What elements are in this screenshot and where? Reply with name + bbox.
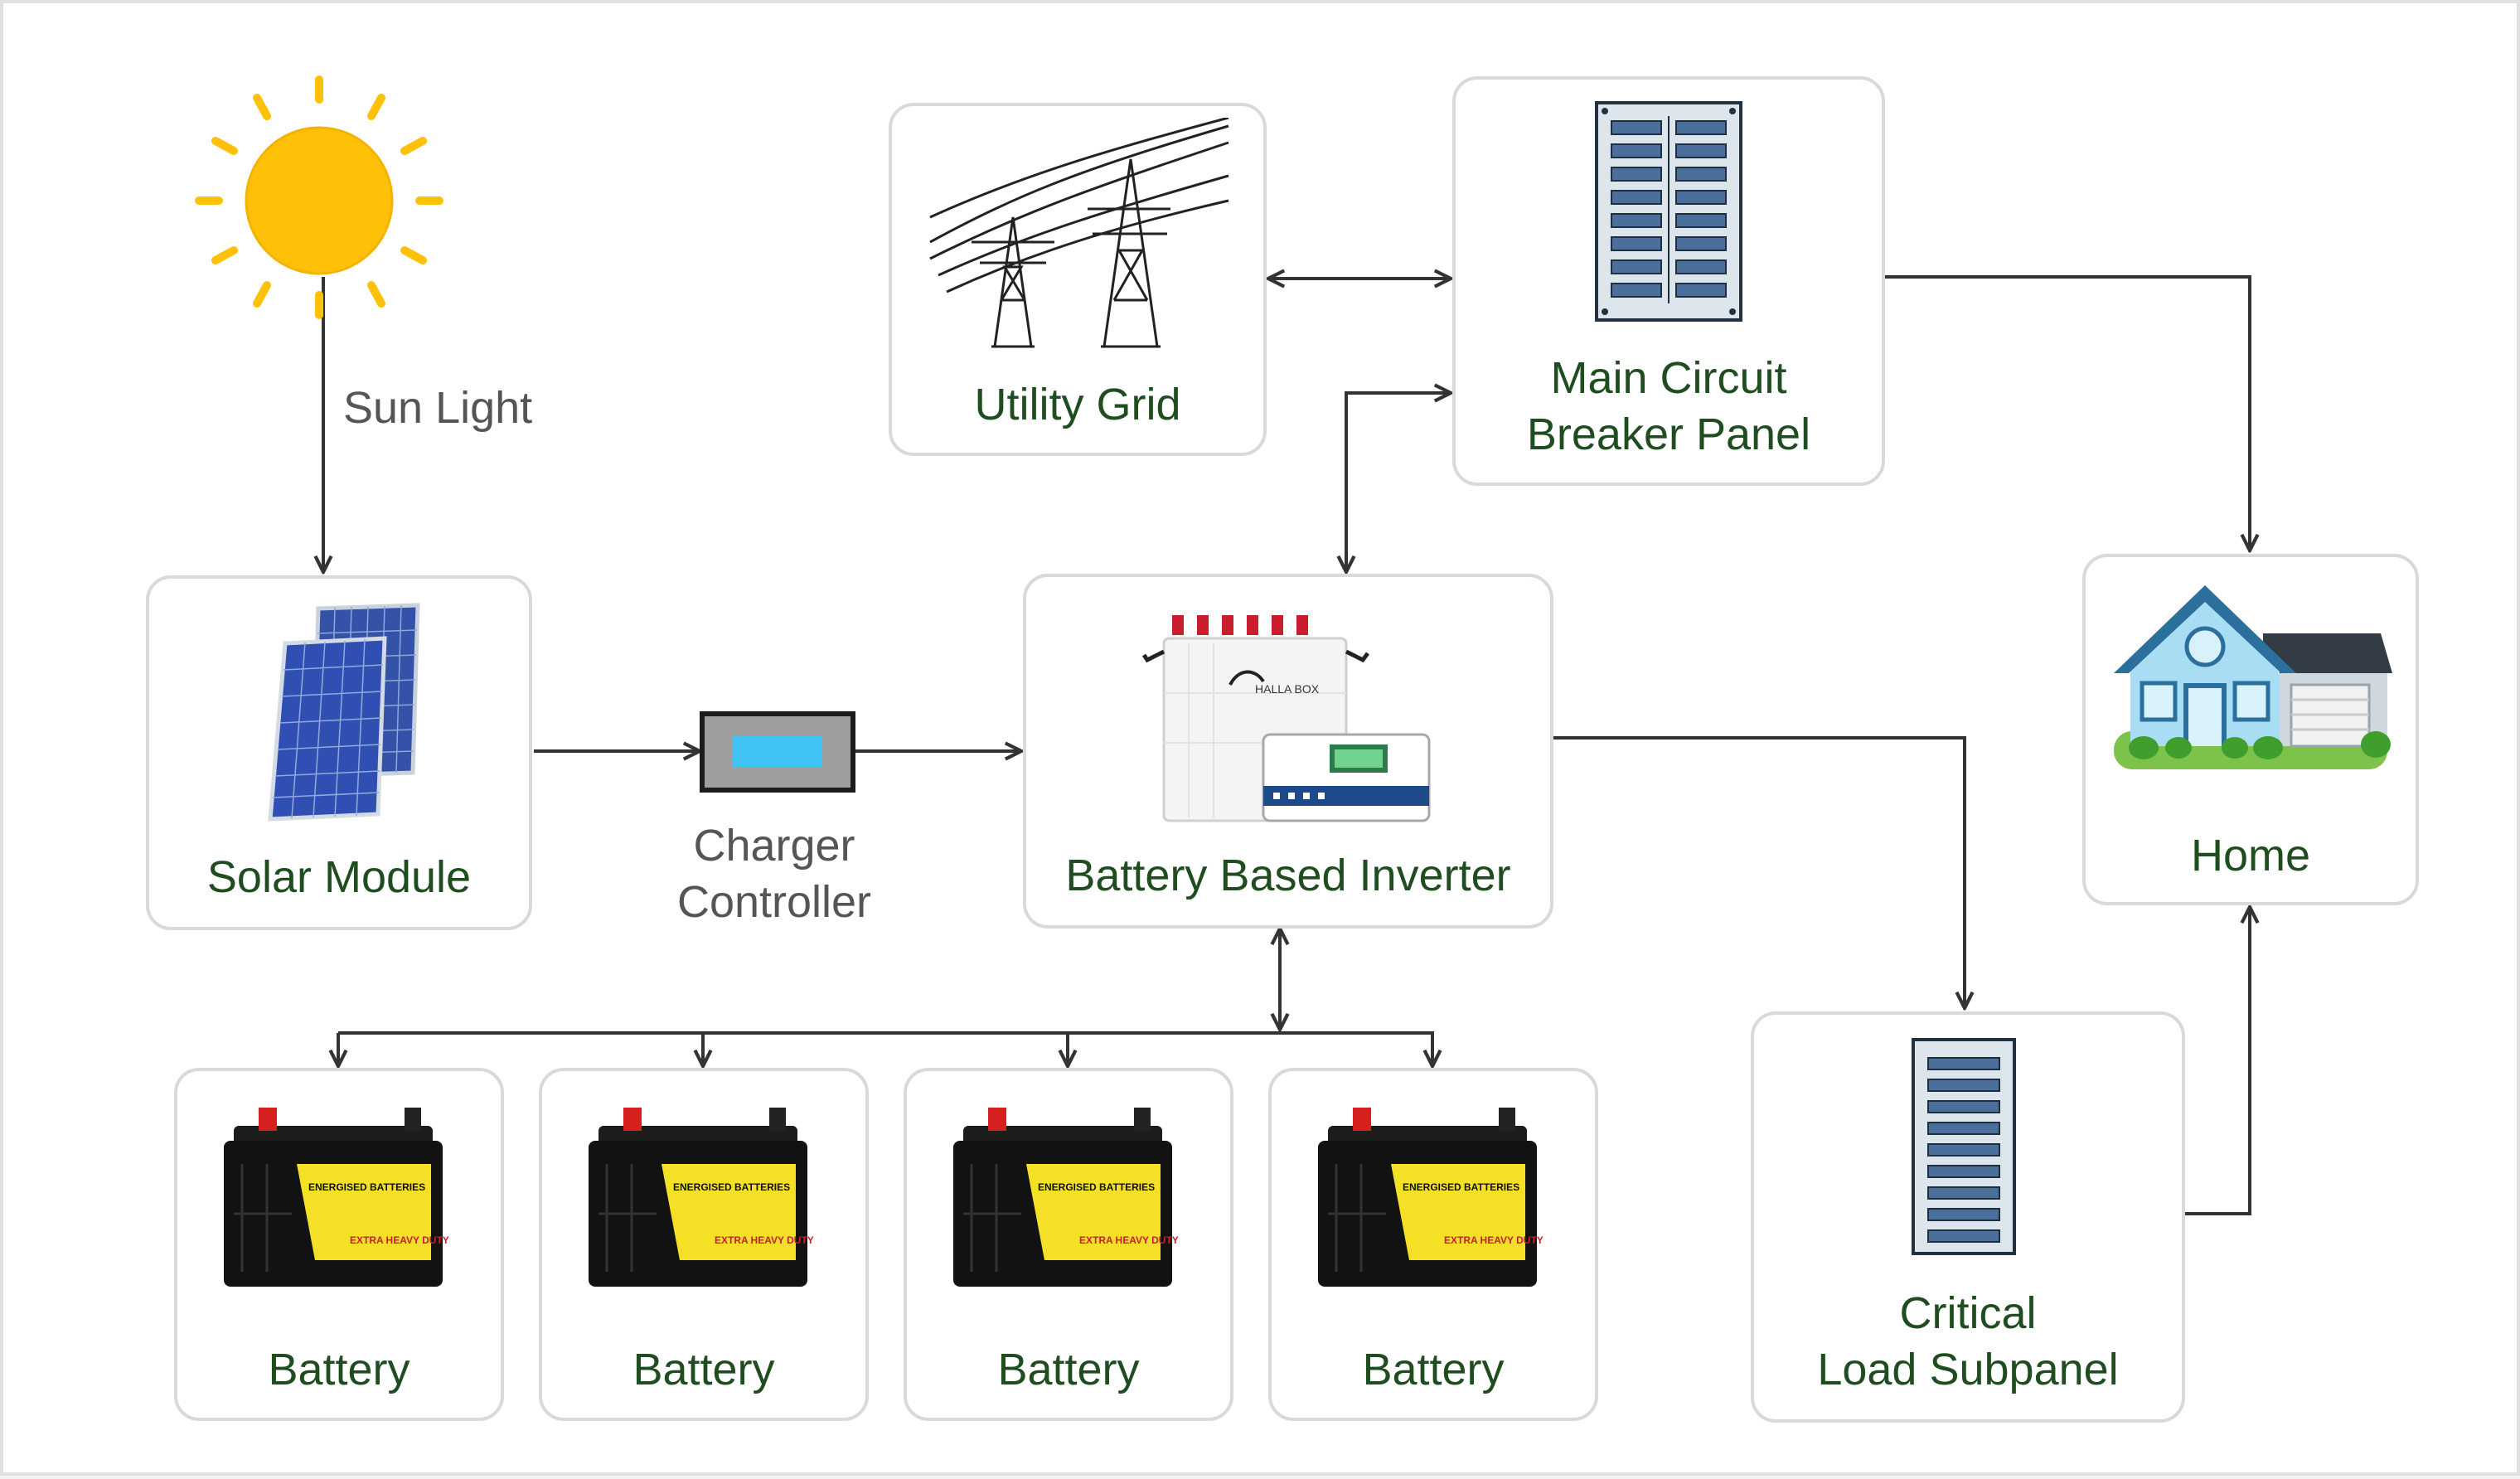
battery-label-1: Battery (268, 1345, 410, 1394)
battery-label-3: Battery (997, 1345, 1140, 1394)
inverter-to-subpanel-line (1553, 736, 1965, 1008)
battery-icon: ENERGISED BATTERIES EXTRA HEAVY DUTY (1318, 1108, 1544, 1287)
utility-grid-node (889, 103, 1267, 456)
battery-brand-text: ENERGISED BATTERIES (1038, 1181, 1155, 1193)
connector-lines (3, 3, 2520, 1215)
sun-light-label: Sun Light (343, 383, 533, 433)
battery-tag-text: EXTRA HEAVY DUTY (350, 1234, 449, 1246)
inverter-icon: HALLA BOX (1141, 615, 1431, 822)
solar-panel-icon (268, 603, 420, 822)
house-icon (2114, 585, 2392, 769)
battery-brand-text: ENERGISED BATTERIES (308, 1181, 425, 1193)
battery-tag-text: EXTRA HEAVY DUTY (1079, 1234, 1179, 1246)
battery-brand-text: ENERGISED BATTERIES (673, 1181, 790, 1193)
subpanel-to-home-line (2183, 907, 2250, 1215)
sun-icon (195, 75, 443, 319)
charger-controller-icon (700, 711, 855, 793)
charger-controller-label: Charger Controller (676, 821, 872, 927)
battery-tag-text: EXTRA HEAVY DUTY (1444, 1234, 1544, 1246)
main-panel-label: Main Circuit Breaker Panel (1526, 353, 1811, 459)
battery-icon: ENERGISED BATTERIES EXTRA HEAVY DUTY (953, 1108, 1179, 1287)
critical-subpanel-label: Critical Load Subpanel (1817, 1288, 2119, 1394)
battery-tag-text: EXTRA HEAVY DUTY (715, 1234, 814, 1246)
battery-icon: ENERGISED BATTERIES EXTRA HEAVY DUTY (589, 1108, 814, 1287)
inverter-brand-text: HALLA BOX (1255, 682, 1320, 696)
battery-label-2: Battery (632, 1345, 775, 1394)
utility-grid-label: Utility Grid (974, 380, 1181, 429)
home-label: Home (2190, 831, 2311, 880)
battery-brand-text: ENERGISED BATTERIES (1403, 1181, 1519, 1193)
battery-icon: ENERGISED BATTERIES EXTRA HEAVY DUTY (224, 1108, 449, 1287)
panel-to-home-line (1885, 275, 2250, 550)
inverter-to-panel-line (1346, 393, 1451, 572)
subpanel-icon (1912, 1038, 2016, 1255)
battery-label-4: Battery (1362, 1345, 1505, 1394)
breaker-panel-icon (1595, 101, 1742, 322)
inverter-label: Battery Based Inverter (1065, 851, 1511, 900)
power-tower-icon (929, 118, 1229, 348)
solar-module-label: Solar Module (206, 852, 472, 902)
